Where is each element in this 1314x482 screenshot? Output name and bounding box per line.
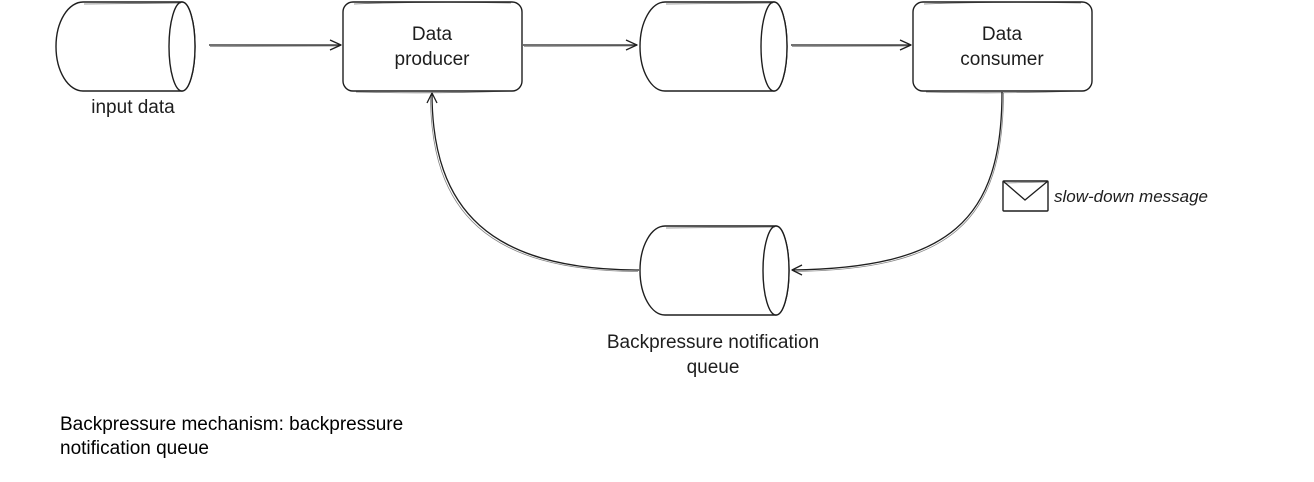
- arrow-queue-to-consumer: [791, 39, 912, 51]
- producer-label-line2: producer: [395, 49, 471, 70]
- notification-queue-label-line2: queue: [687, 357, 740, 378]
- envelope-icon: [1002, 180, 1049, 212]
- consumer-label-line2: consumer: [960, 49, 1044, 70]
- diagram-title-line1: Backpressure mechanism: backpressure: [60, 414, 403, 435]
- input-data-label: input data: [91, 97, 175, 118]
- backpressure-notification-queue: Backpressure notification queue: [607, 225, 819, 378]
- slow-down-message-label: slow-down message: [1054, 187, 1208, 206]
- data-consumer-node: Data consumer: [912, 1, 1093, 94]
- arrow-consumer-to-notification-queue: [791, 91, 1004, 276]
- consumer-label-line1: Data: [982, 24, 1023, 45]
- arrow-input-to-producer: [209, 39, 342, 51]
- arrow-producer-to-queue: [523, 39, 638, 51]
- input-data-queue: input data: [55, 1, 196, 118]
- intermediate-queue: [639, 1, 788, 92]
- notification-queue-label-line1: Backpressure notification: [607, 332, 819, 353]
- data-producer-node: Data producer: [342, 1, 523, 94]
- diagram-title-line2: notification queue: [60, 438, 209, 459]
- producer-label-line1: Data: [412, 24, 453, 45]
- arrow-notification-queue-to-producer: [426, 92, 640, 272]
